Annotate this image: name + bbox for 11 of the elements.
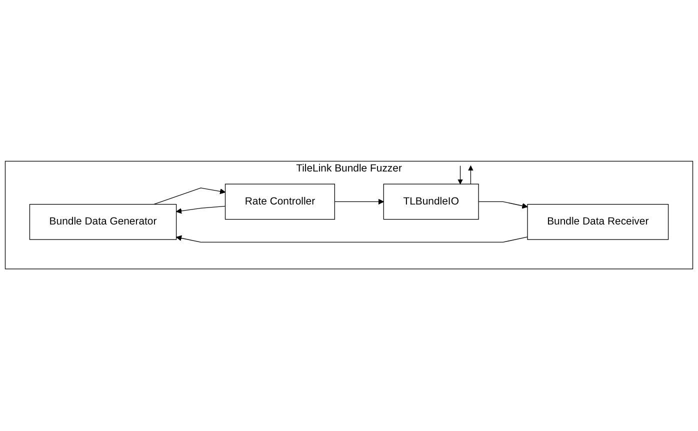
arrow [176,206,226,214]
node-box: Bundle Data Generator [29,204,177,240]
arrow [334,199,384,205]
node-box: TLBundleIO [383,184,479,220]
arrow [458,166,463,186]
arrow [153,188,226,206]
arrow [176,236,528,243]
node-box: Rate Controller [224,184,335,220]
node-box: Bundle Data Receiver [527,204,669,240]
arrow [478,202,528,210]
arrow [468,166,474,185]
